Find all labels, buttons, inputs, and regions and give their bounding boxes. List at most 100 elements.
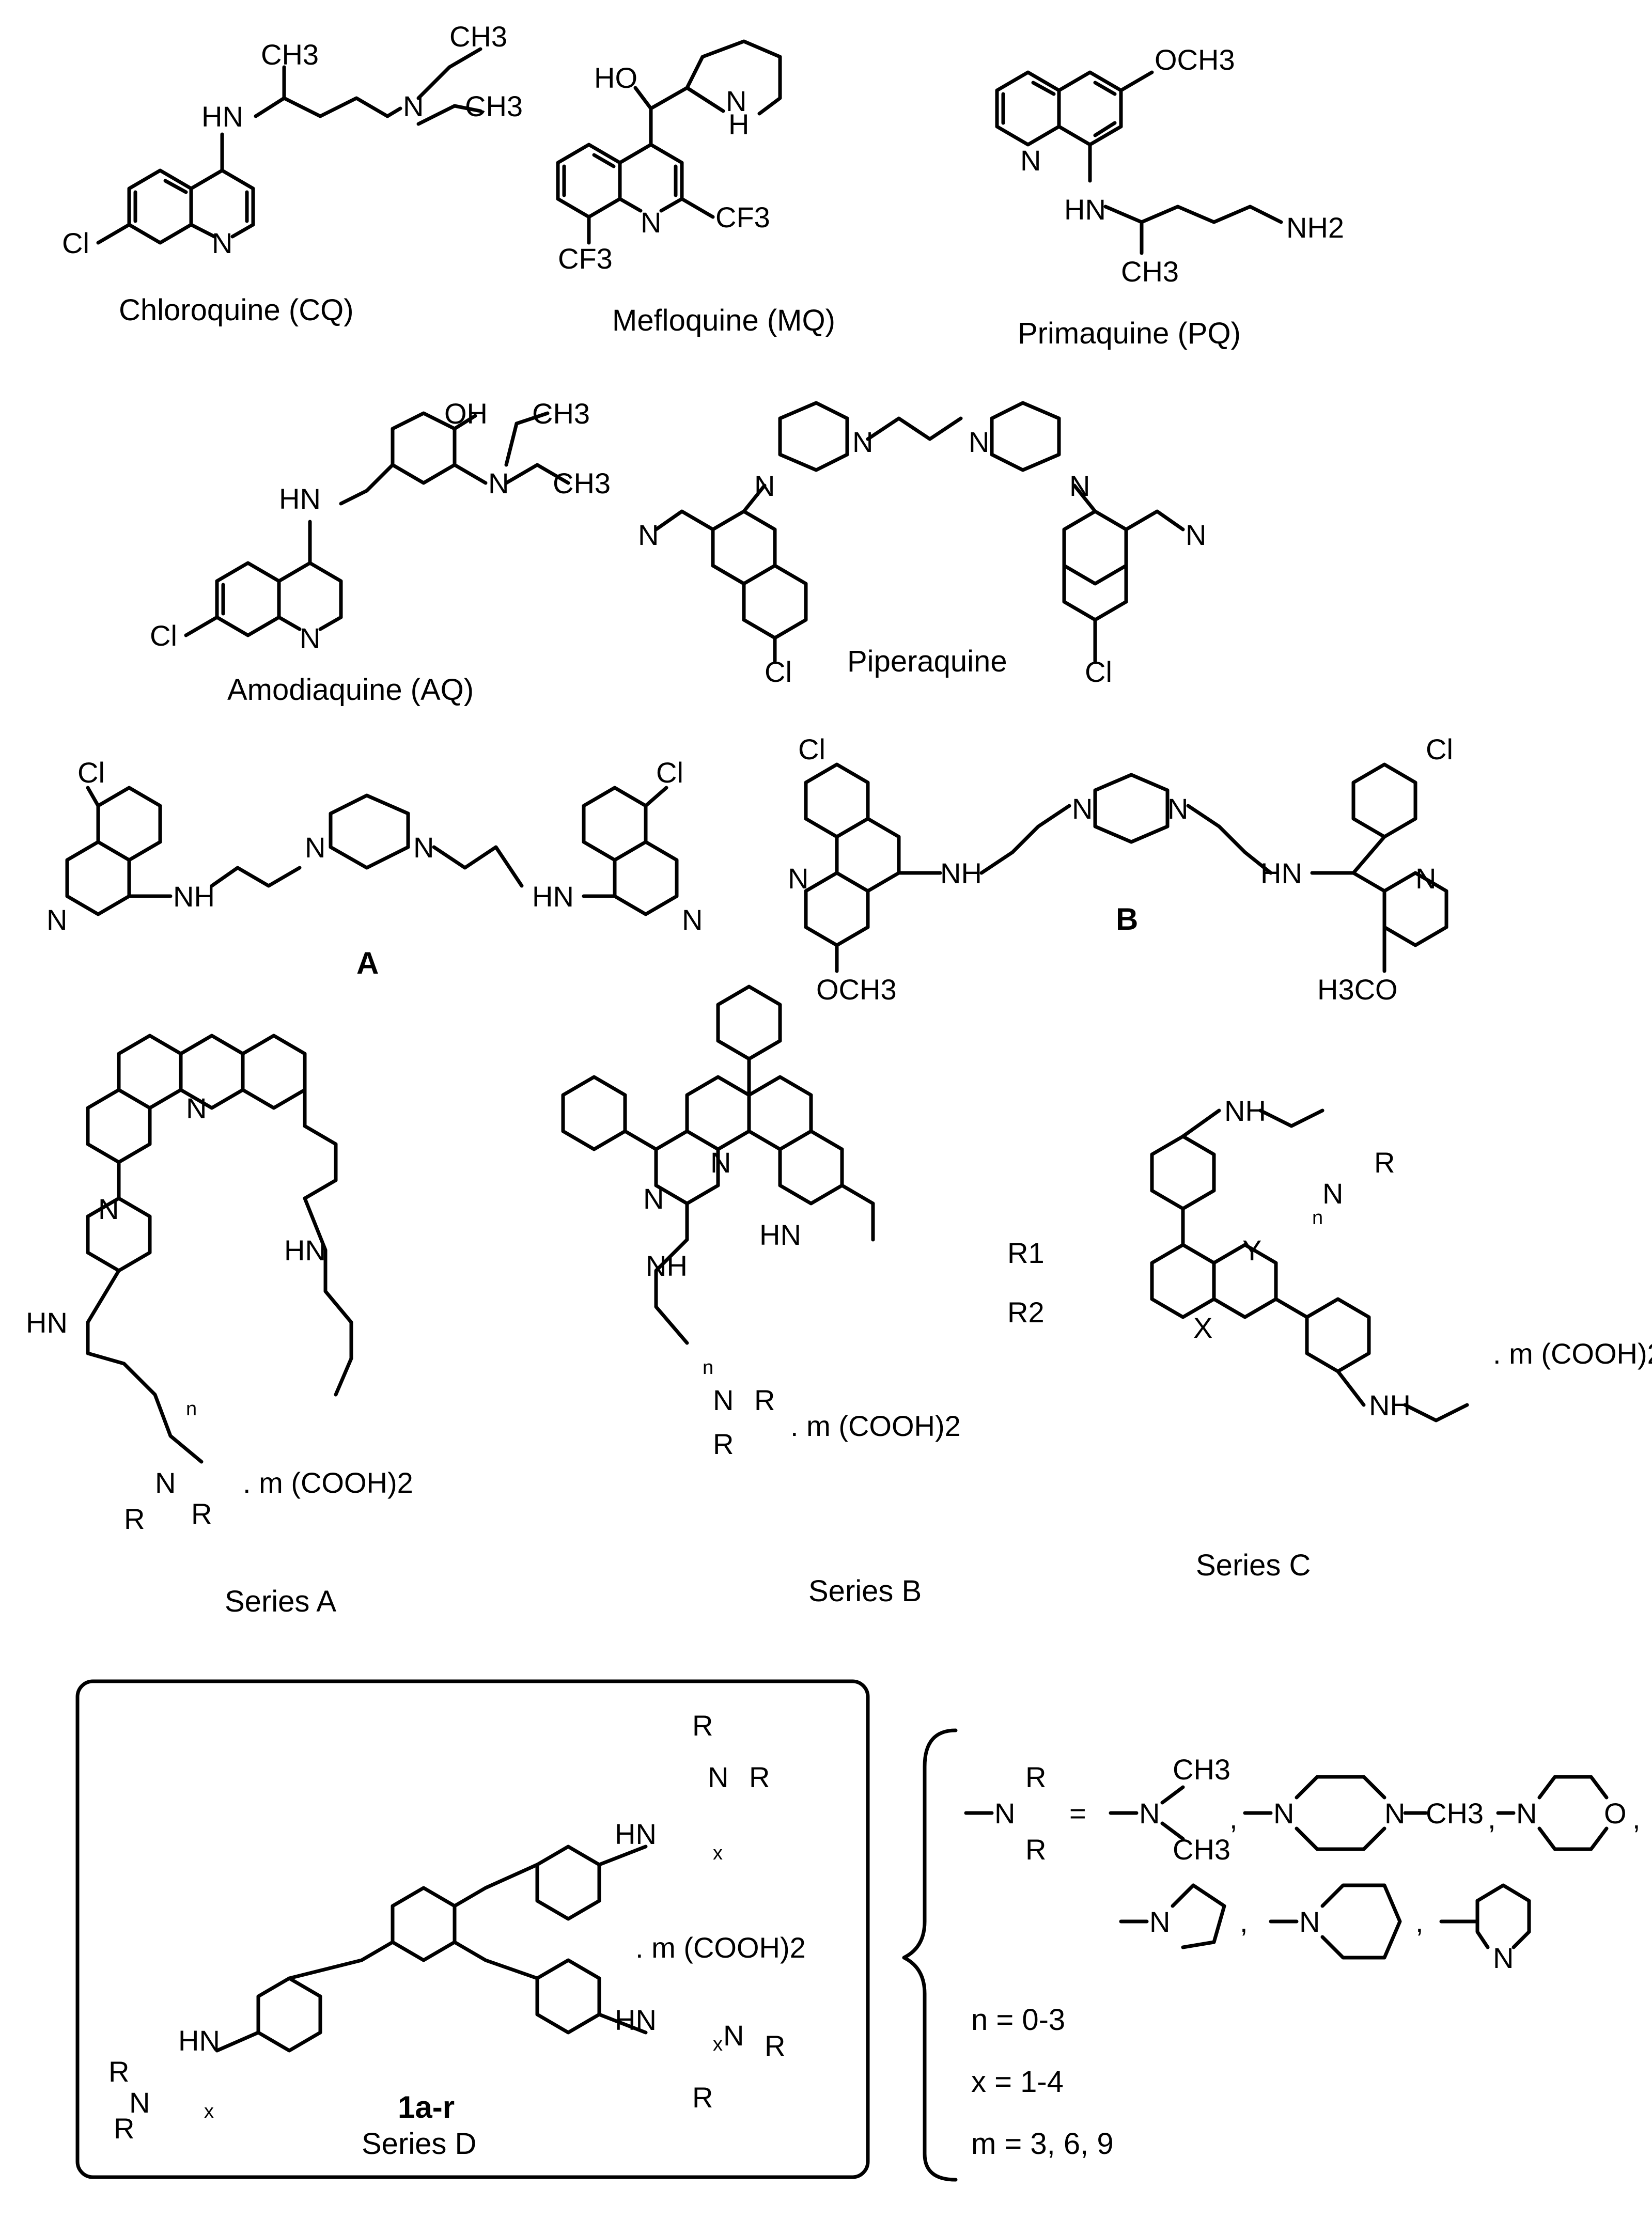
methylpiperazine-group [1243, 1775, 1428, 1851]
cl-label: Cl [765, 655, 792, 688]
n-label: N [1322, 1177, 1343, 1210]
piperaquine-caption: Piperaquine [847, 645, 1007, 678]
series-a-caption: Series A [225, 1585, 336, 1618]
series-d-structure [215, 1845, 648, 2053]
hn-label: HN [284, 1234, 326, 1267]
hn-label: HN [615, 1818, 657, 1850]
n-label: N [682, 903, 703, 936]
nh-label: NH [1224, 1095, 1266, 1127]
n-label: N [1186, 519, 1206, 551]
cl-label: Cl [656, 756, 683, 789]
n-label: N [1273, 1797, 1294, 1830]
ch3-label: CH3 [1426, 1797, 1484, 1830]
n-label: N [305, 831, 325, 864]
r1-label: R1 [1007, 1237, 1045, 1269]
salt-label: . m (COOH)2 [1493, 1337, 1652, 1370]
dimethylamino-group [1109, 1785, 1185, 1841]
r-label: R [114, 2112, 134, 2145]
r2-label: R2 [1007, 1296, 1045, 1329]
n-label: N [1415, 862, 1436, 895]
n-label: N [1072, 792, 1093, 825]
subscript-n: n [703, 1357, 713, 1379]
o-label: O [1604, 1797, 1627, 1830]
n-label: N [723, 2019, 744, 2052]
hn-label: HN [279, 482, 321, 515]
ch3-label: CH3 [553, 467, 611, 499]
hn-label: HN [178, 2024, 220, 2057]
n-label: N [1167, 792, 1188, 825]
n-label: N [1139, 1797, 1160, 1830]
y-label: Y [1242, 1234, 1261, 1267]
n-label: N [413, 831, 434, 864]
n-label: N [713, 1384, 734, 1416]
compound-b-structure [804, 762, 1448, 973]
series-a-structure [86, 1034, 353, 1464]
h3co-label: H3CO [1317, 973, 1398, 1006]
ch3-label: CH3 [532, 397, 590, 430]
n-label: N [1384, 1797, 1405, 1830]
hn-label: HN [532, 880, 574, 913]
n-label: N [969, 426, 989, 458]
n-range: n = 0-3 [971, 2003, 1065, 2037]
pyridyl-group [1439, 1883, 1531, 1949]
cf3-label: CF3 [558, 242, 613, 275]
n-label: N [1299, 1905, 1320, 1938]
ch3-label: CH3 [465, 90, 523, 122]
hn-label: HN [615, 2004, 657, 2036]
cl-label: Cl [798, 733, 825, 765]
compound-a-structure [65, 786, 679, 916]
nr2-r-label: R [1025, 1761, 1046, 1793]
m-values: m = 3, 6, 9 [971, 2127, 1114, 2161]
n-amine-label: N [403, 90, 424, 122]
r-label: R [713, 1428, 734, 1460]
compound-b-label: B [1116, 902, 1138, 936]
series-d-caption: Series D [362, 2127, 476, 2161]
n-label: N [300, 622, 320, 654]
cl-label: Cl [1426, 733, 1453, 765]
salt-label: . m (COOH)2 [635, 1931, 806, 1964]
salt-label: . m (COOH)2 [790, 1410, 961, 1442]
n-label: N [788, 862, 808, 895]
n-label: N [1516, 1797, 1537, 1830]
x-range: x = 1-4 [971, 2065, 1064, 2099]
r-label: R [749, 1761, 770, 1793]
r-label: R [108, 2055, 129, 2088]
subscript-x: x [713, 2034, 723, 2055]
nh2-label: NH2 [1286, 211, 1344, 244]
ch3-label: CH3 [261, 38, 319, 71]
comma-separator: , [1632, 1802, 1641, 1835]
nh-label: NH [173, 880, 215, 913]
n-label: N [98, 1193, 119, 1225]
nh-label: NH [1369, 1389, 1411, 1421]
n-label: N [186, 1092, 207, 1124]
cf3-label: CF3 [715, 201, 770, 233]
pyrrolidine-group [1119, 1883, 1226, 1949]
nh-label: NH [646, 1249, 688, 1282]
comma-separator: , [1240, 1905, 1248, 1938]
ch3-label: CH3 [1173, 1833, 1230, 1866]
n-label: N [1020, 144, 1041, 177]
r-label: R [191, 1497, 212, 1530]
x-label: X [1193, 1311, 1212, 1344]
r-label: R [692, 1709, 713, 1742]
series-d-frame [75, 1679, 870, 2179]
r-label: R [692, 2081, 713, 2114]
n-label: N [155, 1466, 176, 1499]
n-amine-label: N [488, 467, 509, 499]
salt-label: . m (COOH)2 [243, 1466, 413, 1499]
cl-label: Cl [77, 756, 105, 789]
r-label: R [1374, 1146, 1395, 1179]
r-label: R [124, 1503, 145, 1535]
och3-label: OCH3 [1155, 43, 1235, 76]
n-label: N [710, 1146, 731, 1179]
nr2-n-label: N [994, 1797, 1015, 1830]
amodiaquine-structure [184, 411, 570, 637]
hn-label: HN [26, 1306, 68, 1339]
subscript-n: n [1312, 1207, 1323, 1229]
n-label: N [754, 470, 775, 502]
n-label: N [641, 206, 661, 239]
hn-label: HN [201, 100, 243, 133]
definitions-brace [902, 1728, 958, 2182]
cl-label: Cl [1085, 655, 1112, 688]
piperidine-group [1269, 1883, 1402, 1960]
